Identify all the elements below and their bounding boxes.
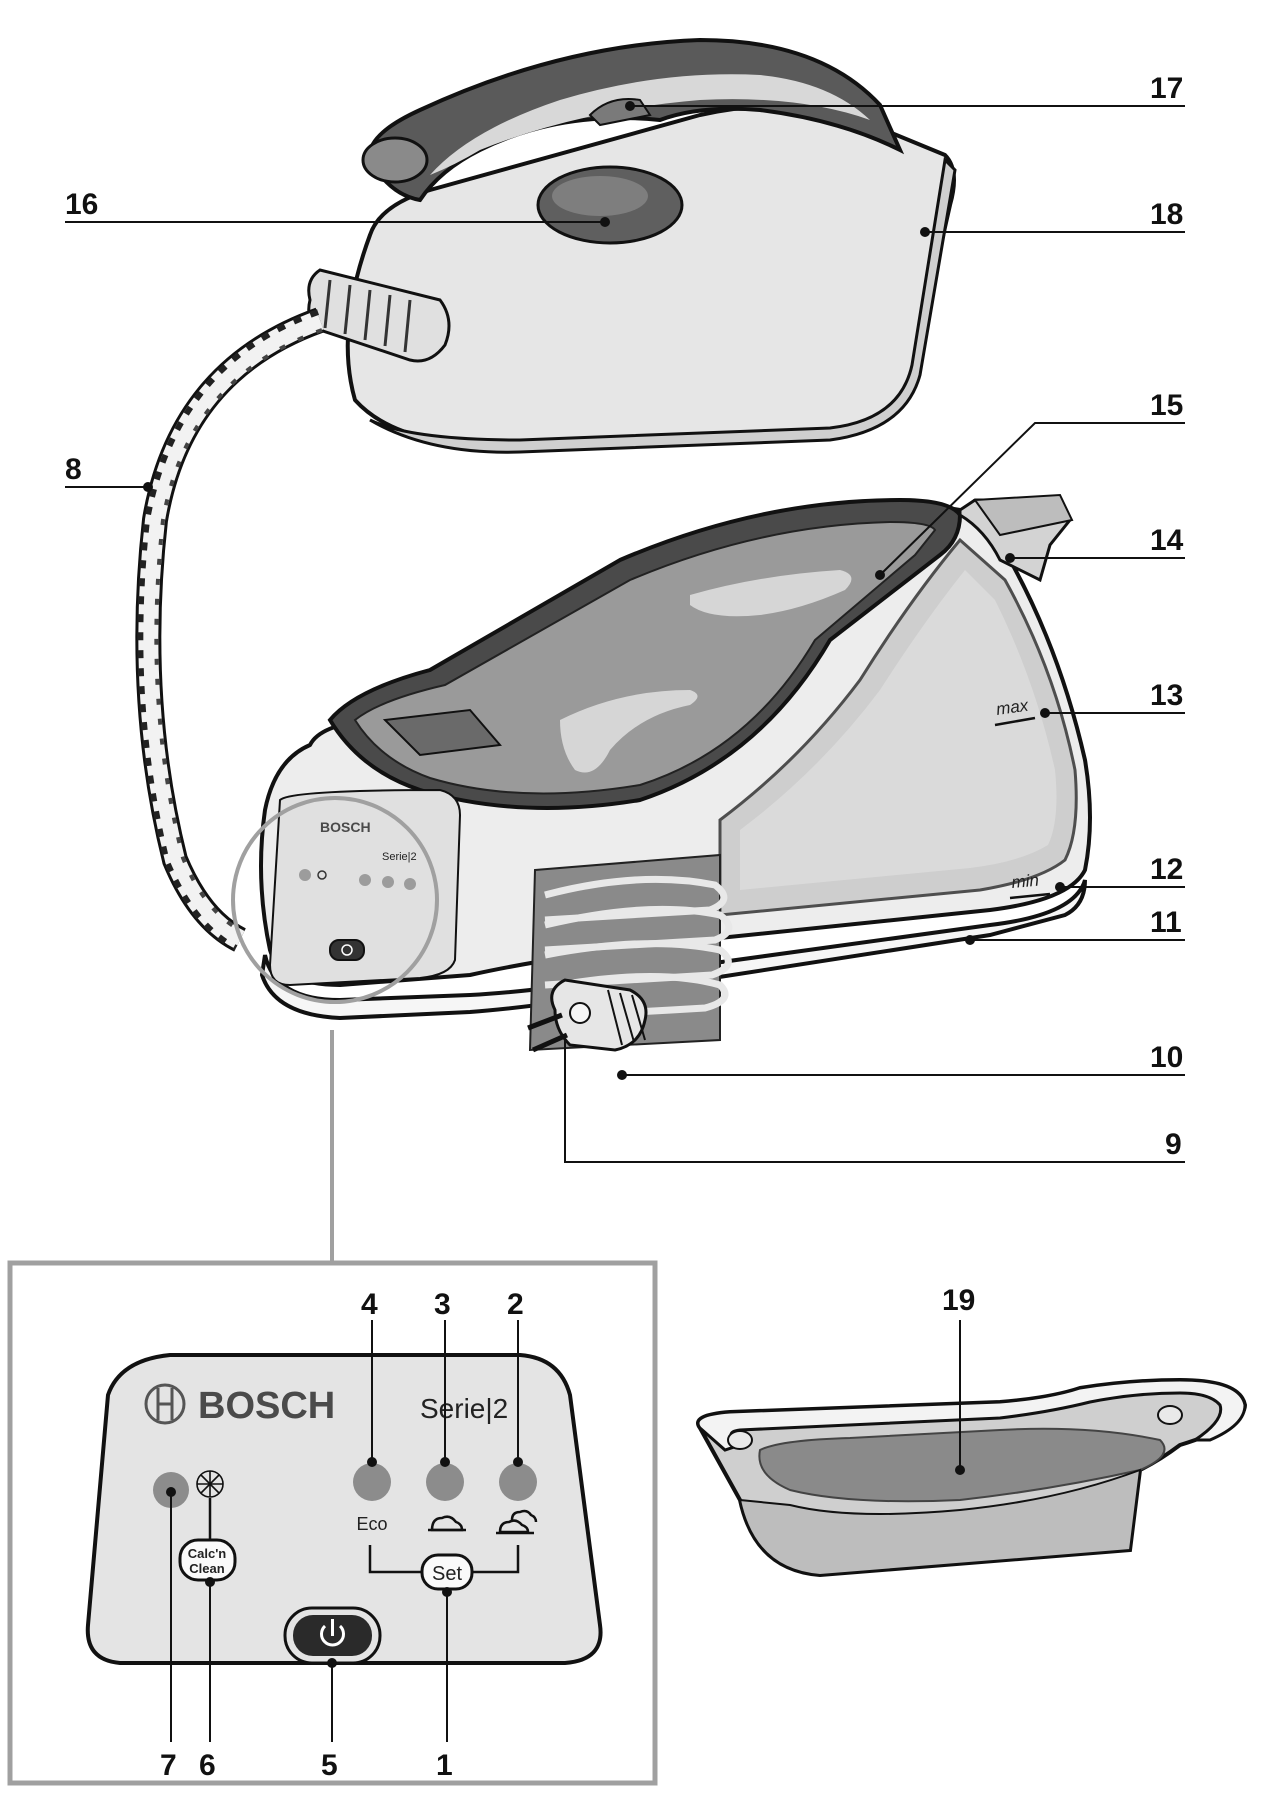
callout-3: 3 xyxy=(434,1288,451,1321)
drip-tray-foot-right xyxy=(1157,1405,1183,1425)
tank-cap-top xyxy=(973,493,1074,537)
tray-highlight-2 xyxy=(560,690,698,773)
drip-tray xyxy=(696,1377,1248,1578)
iron-handle-highlight xyxy=(430,74,870,175)
max-level-label: max xyxy=(995,696,1030,719)
iron-handle-end xyxy=(361,136,429,184)
iron xyxy=(307,37,957,454)
calc-clean-line2: Clean xyxy=(189,1561,224,1576)
steam-low-icon xyxy=(428,1515,466,1532)
water-tank-inner xyxy=(740,570,1057,890)
callout-19: 19 xyxy=(942,1284,975,1317)
panel-series: Serie|2 xyxy=(420,1393,508,1424)
callout-12: 12 xyxy=(1150,853,1183,886)
drip-tray-side xyxy=(738,1468,1142,1577)
control-panel-detail: BOSCH Serie|2 Calc'n Clean Eco xyxy=(85,1353,603,1665)
drip-tray-rim xyxy=(696,1378,1247,1452)
iron-soleplate-edge xyxy=(369,156,957,454)
steam-hose-stripes-2 xyxy=(154,328,323,934)
callout-2: 2 xyxy=(507,1288,524,1321)
callout-11: 11 xyxy=(1150,906,1182,939)
hose-connector-ribs xyxy=(323,279,412,353)
bosch-logo-icon xyxy=(144,1383,186,1425)
calc-clean-line1: Calc'n xyxy=(188,1546,227,1561)
base-brand: BOSCH xyxy=(320,819,371,835)
callout-16: 16 xyxy=(65,188,98,221)
indicator-light-4 xyxy=(353,1463,391,1501)
indicator-light-3 xyxy=(426,1463,464,1501)
callout-9: 9 xyxy=(1165,1128,1182,1161)
plug-pin-2 xyxy=(531,1032,569,1053)
tray-front-pad xyxy=(382,708,502,757)
callout-15: 15 xyxy=(1150,389,1183,422)
min-level-label: min xyxy=(1011,871,1040,892)
mains-plug xyxy=(527,978,648,1053)
zoom-circle xyxy=(231,796,439,1004)
base-control-panel xyxy=(268,788,462,987)
max-level-line xyxy=(994,716,1036,727)
iron-steam-button-shine xyxy=(552,176,648,216)
set-bracket xyxy=(368,1545,520,1574)
indicator-light-2 xyxy=(499,1463,537,1501)
set-label: Set xyxy=(432,1563,462,1585)
callout-8: 8 xyxy=(65,453,82,486)
panel-face xyxy=(85,1353,603,1665)
callout-5: 5 xyxy=(321,1749,338,1782)
callout-6: 6 xyxy=(199,1749,216,1782)
callout-1: 1 xyxy=(436,1749,453,1782)
base-station: max min BOSCH Serie|2 xyxy=(231,493,1092,1263)
callout-18: 18 xyxy=(1150,198,1183,231)
descale-icon xyxy=(196,1470,224,1498)
callout-10: 10 xyxy=(1150,1041,1183,1074)
steam-hose-inner xyxy=(138,310,324,949)
power-icon xyxy=(320,1619,345,1647)
panel-brand: BOSCH xyxy=(198,1385,335,1427)
detail-frame xyxy=(7,1260,658,1786)
eco-label: Eco xyxy=(356,1514,387,1534)
drip-tray-basin xyxy=(758,1427,1166,1503)
callout-4: 4 xyxy=(361,1288,378,1321)
tray-highlight-1 xyxy=(690,570,852,617)
callout-7: 7 xyxy=(160,1749,177,1782)
plug-pin-1 xyxy=(527,1012,563,1031)
min-level-line xyxy=(1009,892,1051,900)
drip-tray-foot-left xyxy=(727,1430,753,1450)
callout-13: 13 xyxy=(1150,679,1183,712)
base-series: Serie|2 xyxy=(382,851,417,863)
callout-17: 17 xyxy=(1150,72,1183,105)
base-bottom xyxy=(259,879,1087,1021)
steam-high-icon xyxy=(496,1509,538,1535)
callout-14: 14 xyxy=(1150,524,1184,557)
